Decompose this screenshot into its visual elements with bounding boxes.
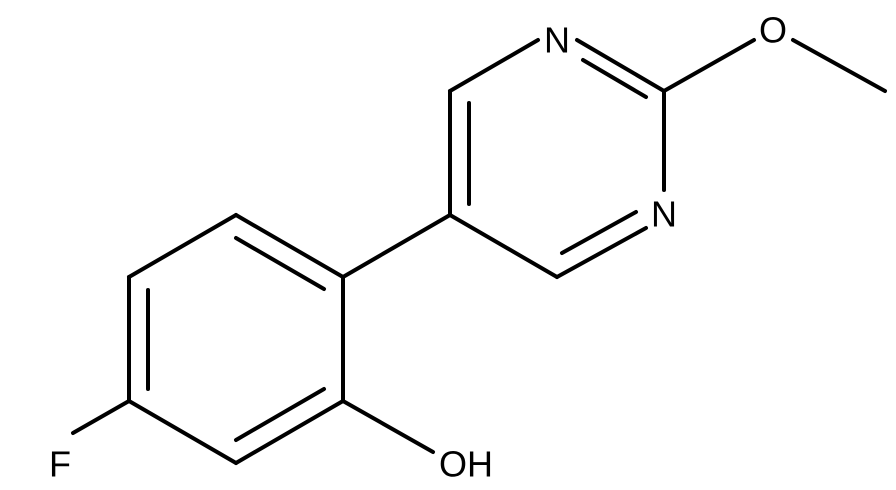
bond-c-oh [341, 399, 435, 454]
bond-benzene-c4-c5 [127, 399, 238, 465]
atom-label-n1: N [544, 20, 570, 61]
bond-benzene-c5-c6-inner [234, 387, 326, 442]
bond-pyr-n1-c2 [575, 38, 666, 93]
bond-pyr-n3-c4 [555, 226, 648, 279]
bonds [71, 38, 887, 465]
bond-benzene-c5-c6 [234, 399, 345, 465]
bond-benzene-c1-c2 [234, 213, 345, 279]
bond-benzene-c1-c2-inner [234, 236, 326, 291]
atom-label-oh: OH [439, 444, 493, 485]
atom-label-o-methoxy: O [759, 10, 787, 51]
atom-labels: N N O F OH [49, 10, 787, 485]
atom-label-n3: N [651, 194, 677, 235]
bond-pyr-n3-c4-inner [560, 210, 638, 255]
bond-pyr-c6-n1 [448, 38, 540, 93]
bond-benzene-c2-c3 [127, 213, 238, 279]
bond-o-ch3 [791, 38, 887, 93]
bond-pyr-c4-c5 [448, 213, 559, 279]
bond-c-f [71, 399, 131, 435]
bond-aryl-aryl [341, 213, 452, 279]
bond-pyr-n1-c2-inner [581, 58, 648, 99]
atom-label-f: F [49, 444, 71, 485]
bond-c-o-methoxy [662, 38, 756, 93]
